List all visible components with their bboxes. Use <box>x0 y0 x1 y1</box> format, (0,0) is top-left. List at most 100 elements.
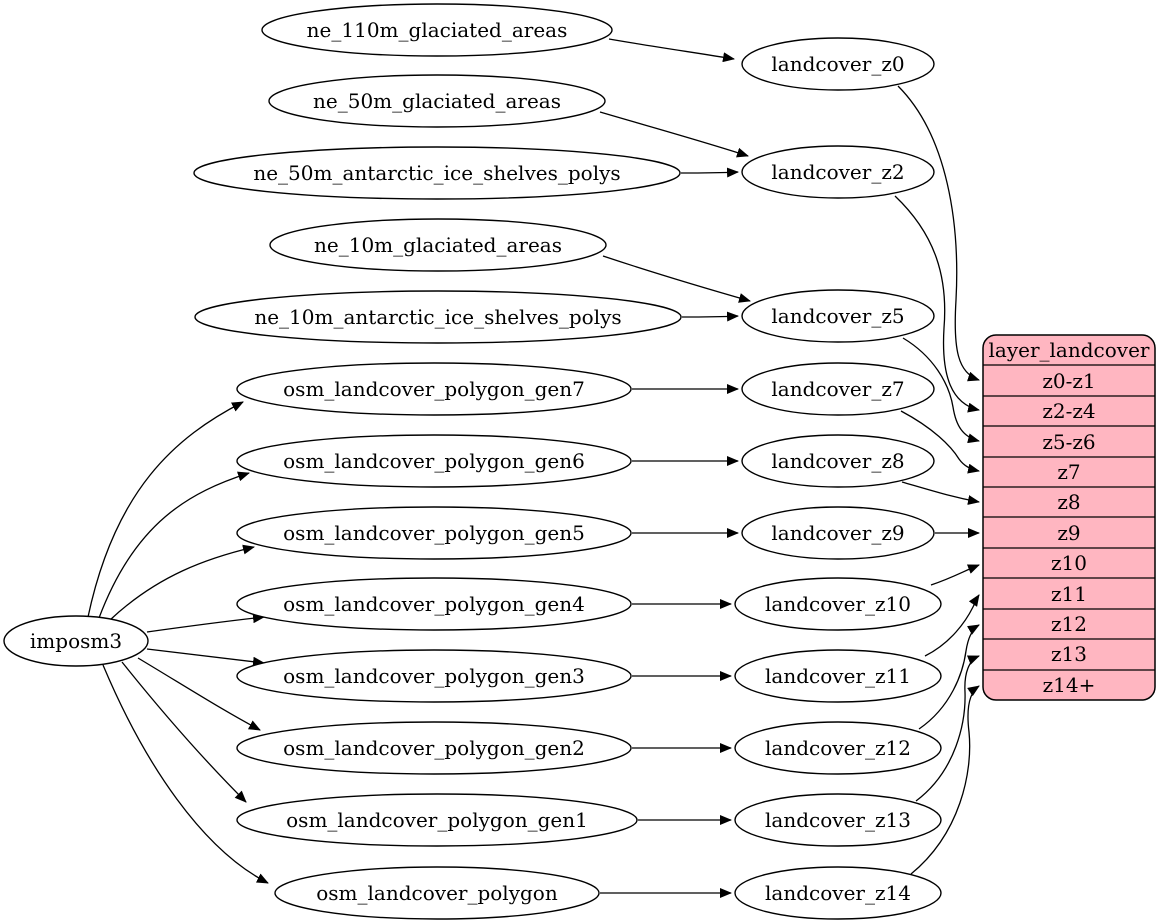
edge-landcover-z2-layer-landcover-z2-z4 <box>894 195 980 413</box>
layer-label: landcover_z9 <box>771 521 904 545</box>
node-ne-110m-glaciated-areas: ne_110m_glaciated_areas <box>261 3 613 57</box>
layer-ellipse <box>741 289 935 343</box>
node-osm-landcover-polygon-gen4: osm_landcover_polygon_gen4 <box>236 577 632 631</box>
node-landcover-z8: landcover_z8 <box>741 434 935 488</box>
source-ellipse <box>193 146 681 200</box>
layer-label: landcover_z8 <box>771 449 904 473</box>
source-label: osm_landcover_polygon <box>316 881 558 905</box>
node-osm-landcover-polygon-gen3: osm_landcover_polygon_gen3 <box>236 649 632 703</box>
layer-label: landcover_z11 <box>765 664 911 688</box>
record-row-z7: z7 <box>1057 460 1080 484</box>
source-ellipse <box>236 434 632 488</box>
source-label: osm_landcover_polygon_gen5 <box>283 521 585 545</box>
node-imposm3: imposm3 <box>3 615 149 667</box>
source-label: osm_landcover_polygon_gen6 <box>283 449 585 473</box>
layer-ellipse <box>734 649 942 703</box>
record-row-z12: z12 <box>1051 612 1087 636</box>
imposm3-label: imposm3 <box>30 629 122 653</box>
layer-label: landcover_z12 <box>765 736 911 760</box>
edge-imposm3-osm-landcover-polygon-gen7 <box>87 401 244 618</box>
source-ellipse <box>236 793 638 847</box>
layer-ellipse <box>741 362 935 416</box>
layer-label: landcover_z7 <box>771 377 904 401</box>
source-label: osm_landcover_polygon_gen4 <box>283 592 585 616</box>
layer-ellipse <box>734 793 942 847</box>
layer-ellipse <box>734 866 942 920</box>
edge-layer <box>87 38 980 898</box>
edge-landcover-z8-layer-landcover-z8 <box>901 481 980 505</box>
layer-label: landcover_z13 <box>765 808 911 832</box>
source-ellipse <box>274 866 600 920</box>
edge-imposm3-osm-landcover-polygon-gen5 <box>109 544 255 621</box>
edge-imposm3-osm-landcover-polygon-gen4 <box>146 613 265 633</box>
layer-ellipse <box>741 506 935 560</box>
layer-ellipse <box>734 577 942 631</box>
edge-ne-10m-glaciated-areas-landcover-z5 <box>602 255 751 303</box>
source-label: ne_10m_antarctic_ice_shelves_polys <box>254 305 621 329</box>
layer-label: landcover_z0 <box>771 52 904 76</box>
edge-landcover-z10-layer-landcover-z10 <box>930 564 980 586</box>
node-landcover-z11: landcover_z11 <box>734 649 942 703</box>
node-landcover-z10: landcover_z10 <box>734 577 942 631</box>
source-label: osm_landcover_polygon_gen2 <box>283 736 585 760</box>
edge-imposm3-osm-landcover-polygon <box>102 664 269 884</box>
node-landcover-z5: landcover_z5 <box>741 289 935 343</box>
node-landcover-z12: landcover_z12 <box>734 721 942 775</box>
record-row-z8: z8 <box>1057 490 1080 514</box>
edge-imposm3-osm-landcover-polygon-gen6 <box>98 471 250 619</box>
edge-ne-50m-glaciated-areas-landcover-z2 <box>599 111 749 158</box>
node-ne-10m-antarctic-ice-shelves-polys: ne_10m_antarctic_ice_shelves_polys <box>194 290 682 344</box>
edge-imposm3-osm-landcover-polygon-gen3 <box>146 648 265 667</box>
node-osm-landcover-polygon: osm_landcover_polygon <box>274 866 600 920</box>
edge-ne-110m-glaciated-areas-landcover-z0 <box>608 38 735 63</box>
record-row-z9: z9 <box>1057 521 1080 545</box>
record-row-z0-z1: z0-z1 <box>1042 369 1095 393</box>
edge-landcover-z5-layer-landcover-z5-z6 <box>902 337 980 444</box>
record-row-z11: z11 <box>1051 582 1087 606</box>
source-ellipse <box>236 506 632 560</box>
node-landcover-z13: landcover_z13 <box>734 793 942 847</box>
source-ellipse <box>268 74 606 128</box>
edge-ne-10m-antarctic-ice-shelves-polys-landcover-z5 <box>681 311 739 322</box>
layer-label: landcover_z14 <box>765 881 911 905</box>
source-ellipse <box>261 3 613 57</box>
source-label: osm_landcover_polygon_gen1 <box>286 808 588 832</box>
edge-landcover-z14-layer-landcover-z14plus <box>910 685 980 875</box>
source-ellipse <box>236 577 632 631</box>
edge-ne-50m-antarctic-ice-shelves-polys-landcover-z2 <box>680 167 739 178</box>
layer-ellipse <box>741 37 935 91</box>
source-ellipse <box>236 649 632 703</box>
node-ne-10m-glaciated-areas: ne_10m_glaciated_areas <box>269 218 607 272</box>
node-osm-landcover-polygon-gen6: osm_landcover_polygon_gen6 <box>236 434 632 488</box>
layer-ellipse <box>734 721 942 775</box>
node-landcover-z14: landcover_z14 <box>734 866 942 920</box>
edge-landcover-z13-layer-landcover-z13 <box>915 655 980 802</box>
node-landcover-z0: landcover_z0 <box>741 37 935 91</box>
node-ne-50m-antarctic-ice-shelves-polys: ne_50m_antarctic_ice_shelves_polys <box>193 146 681 200</box>
source-ellipse <box>236 721 632 775</box>
edge-imposm3-osm-landcover-polygon-gen2 <box>137 657 261 731</box>
source-label: ne_110m_glaciated_areas <box>307 18 568 42</box>
record-row-z13: z13 <box>1051 642 1087 666</box>
source-label: ne_10m_glaciated_areas <box>314 233 562 257</box>
record-row-z10: z10 <box>1051 551 1087 575</box>
layer-label: landcover_z5 <box>771 304 904 328</box>
source-ellipse <box>236 362 632 416</box>
node-landcover-z2: landcover_z2 <box>741 145 935 199</box>
edge-imposm3-osm-landcover-polygon-gen1 <box>121 661 247 803</box>
layer-label: landcover_z10 <box>765 592 911 616</box>
edge-landcover-z7-layer-landcover-z7 <box>900 410 980 474</box>
edge-landcover-z11-layer-landcover-z11 <box>924 594 980 657</box>
edge-landcover-z0-layer-landcover-z0-z1 <box>897 85 980 382</box>
record-row-z5-z6: z5-z6 <box>1042 430 1095 454</box>
edge-landcover-z12-layer-landcover-z12 <box>918 624 980 730</box>
record-row-z14plus: z14+ <box>1043 673 1096 697</box>
source-label: ne_50m_antarctic_ice_shelves_polys <box>253 161 620 185</box>
record-title: layer_landcover <box>989 338 1150 362</box>
node-osm-landcover-polygon-gen7: osm_landcover_polygon_gen7 <box>236 362 632 416</box>
node-osm-landcover-polygon-gen5: osm_landcover_polygon_gen5 <box>236 506 632 560</box>
node-layer-landcover: layer_landcover z0-z1 z2-z4 z5-z6 z7 z8 … <box>982 334 1156 701</box>
layer-ellipse <box>741 434 935 488</box>
